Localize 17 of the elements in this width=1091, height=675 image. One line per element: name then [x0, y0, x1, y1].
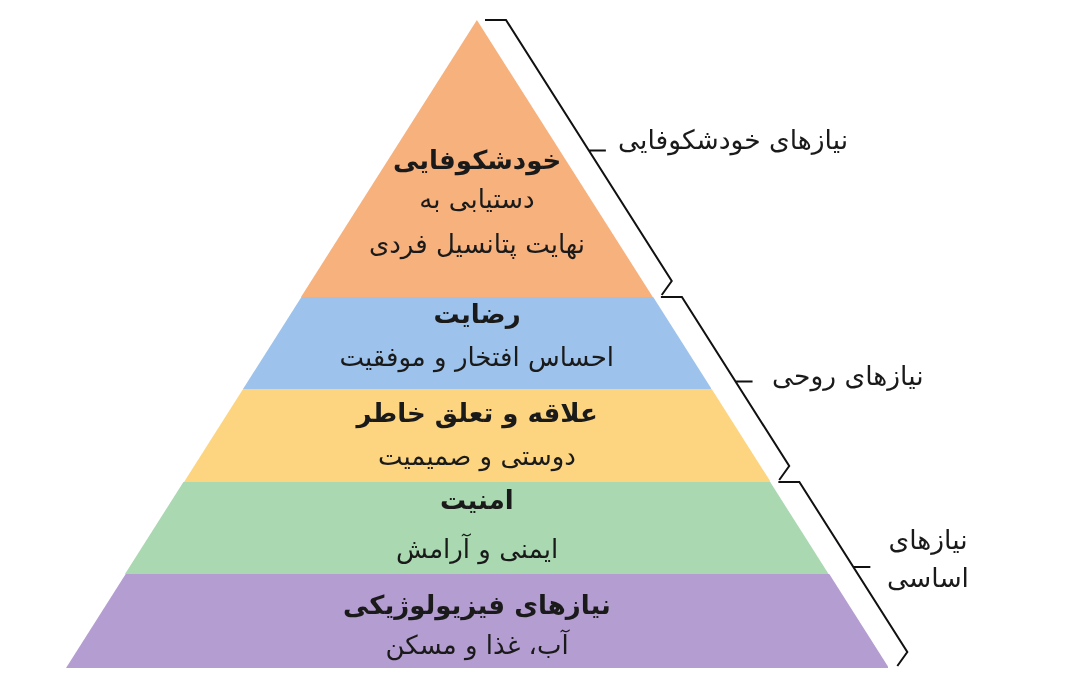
bracket-label: نیازهای خودشکوفایی	[618, 123, 849, 157]
level-description: آب، غذا و مسکن	[385, 628, 569, 662]
pyramid-level	[125, 482, 829, 574]
level-title: رضایت	[433, 298, 521, 331]
level-title: علاقه و تعلق خاطر	[356, 397, 598, 430]
pyramid-level	[242, 297, 712, 389]
level-title: خودشکوفایی	[393, 144, 562, 177]
level-description: دوستی و صمیمیت	[378, 440, 576, 473]
pyramid-level	[183, 389, 771, 482]
level-title: نیازهای فیزیولوژیکی	[343, 589, 611, 622]
level-description: احساس افتخار و موفقیت	[339, 341, 615, 374]
pyramid-level	[65, 574, 889, 668]
bracket-label: نیازهای روحی	[772, 359, 924, 393]
level-description: دستیابی به نهایت پتانسیل فردی	[367, 183, 587, 262]
level-title: امنیت	[440, 484, 514, 517]
level-description: ایمنی و آرامش	[396, 532, 559, 566]
bracket-label: نیازهای اساسی	[886, 523, 970, 595]
